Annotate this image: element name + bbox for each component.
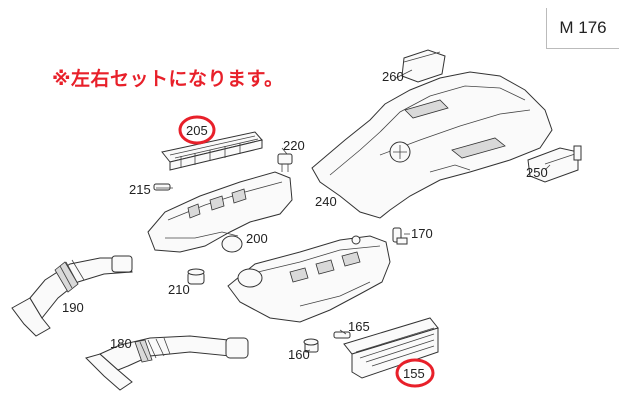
pin-165 [333, 331, 351, 339]
part-number-165: 165 [348, 319, 370, 334]
duct-190 [11, 255, 133, 337]
part-number-210: 210 [168, 282, 190, 297]
cover-insert-260 [401, 49, 446, 83]
part-number-160: 160 [288, 347, 310, 362]
cap-210 [187, 268, 205, 285]
part-number-220: 220 [283, 138, 305, 153]
pin-215 [153, 183, 171, 191]
part-number-170: 170 [411, 226, 433, 241]
highlight-ring-155 [395, 358, 435, 388]
part-number-190: 190 [62, 300, 84, 315]
part-number-250: 250 [526, 165, 548, 180]
leader-lines [156, 69, 551, 353]
air-filter-205 [161, 131, 263, 171]
bracket-250 [527, 145, 582, 183]
cap-160 [303, 338, 319, 353]
part-number-180: 180 [110, 336, 132, 351]
connector-170 [392, 227, 408, 245]
air-box-200 [147, 171, 293, 253]
engine-cover-240 [311, 71, 553, 219]
part-number-215: 215 [129, 182, 151, 197]
part-number-205: 205 [186, 123, 208, 138]
highlight-ring-205 [178, 115, 216, 145]
duct-180 [85, 335, 249, 391]
air-box-150 [227, 235, 391, 323]
part-number-155: 155 [403, 366, 425, 381]
part-number-200: 200 [246, 231, 268, 246]
sensor-220 [277, 153, 293, 172]
part-number-260: 260 [382, 69, 404, 84]
part-number-240: 240 [315, 194, 337, 209]
notice-text: ※左右セットになります。 [52, 68, 284, 90]
model-code-label: M 176 [546, 8, 619, 49]
